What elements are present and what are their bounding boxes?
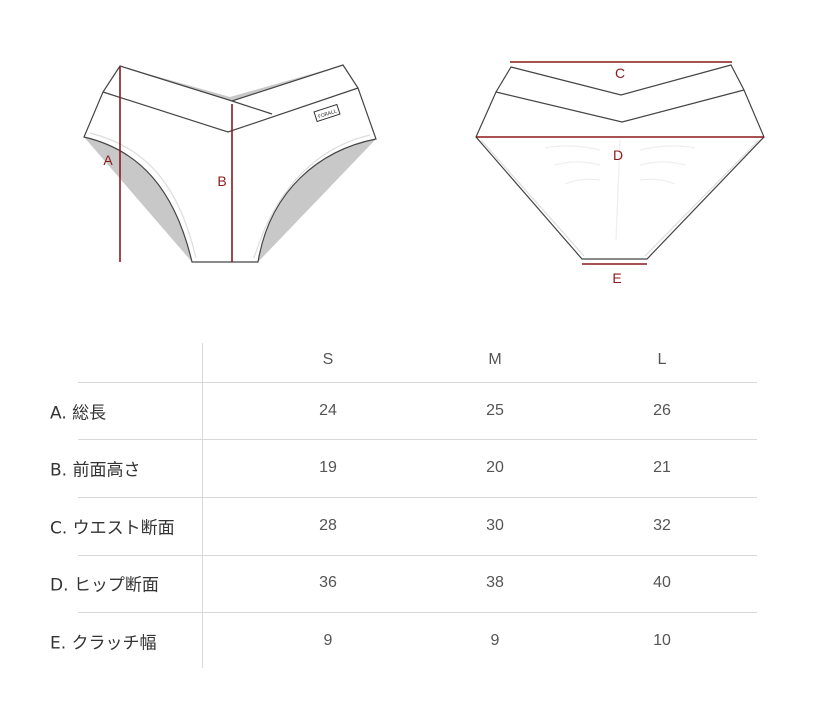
table-cell: 21: [653, 459, 671, 476]
row-label: B. 前面高さ: [50, 460, 141, 481]
table-cell: 28: [319, 517, 337, 534]
table-cell: 40: [653, 574, 671, 591]
table-cell: 38: [486, 574, 504, 591]
row-label: A. 総長: [50, 403, 107, 424]
table-cell: 25: [486, 402, 504, 419]
row-label: E. クラッチ幅: [50, 633, 157, 654]
label-c: C: [614, 65, 626, 81]
label-e: E: [612, 270, 622, 286]
row-divider: [78, 497, 757, 498]
table-cell: 24: [319, 402, 337, 419]
table-cell: 26: [653, 402, 671, 419]
table-divider: [202, 343, 203, 668]
row-divider: [78, 439, 757, 440]
table-cell: 30: [486, 517, 504, 534]
column-header-s: S: [322, 351, 334, 368]
row-label: C. ウエスト断面: [50, 518, 175, 539]
row-divider: [78, 612, 757, 613]
table-cell: 19: [319, 459, 337, 476]
column-header-m: M: [488, 351, 502, 368]
brand-tag: FORALL: [317, 109, 337, 121]
size-diagram: FORALL: [83, 61, 765, 265]
front-view-illustration: FORALL: [83, 64, 377, 263]
row-label: D. ヒップ断面: [50, 575, 159, 596]
label-b: B: [217, 173, 227, 189]
row-divider: [78, 555, 757, 556]
table-cell: 9: [323, 632, 333, 649]
table-cell: 36: [319, 574, 337, 591]
table-cell: 20: [486, 459, 504, 476]
column-header-l: L: [657, 351, 667, 368]
back-view-illustration: [475, 64, 765, 260]
table-cell: 10: [653, 632, 671, 649]
row-divider: [78, 382, 757, 383]
table-cell: 32: [653, 517, 671, 534]
table-cell: 9: [490, 632, 500, 649]
label-d: D: [612, 147, 624, 163]
label-a: A: [103, 152, 113, 168]
